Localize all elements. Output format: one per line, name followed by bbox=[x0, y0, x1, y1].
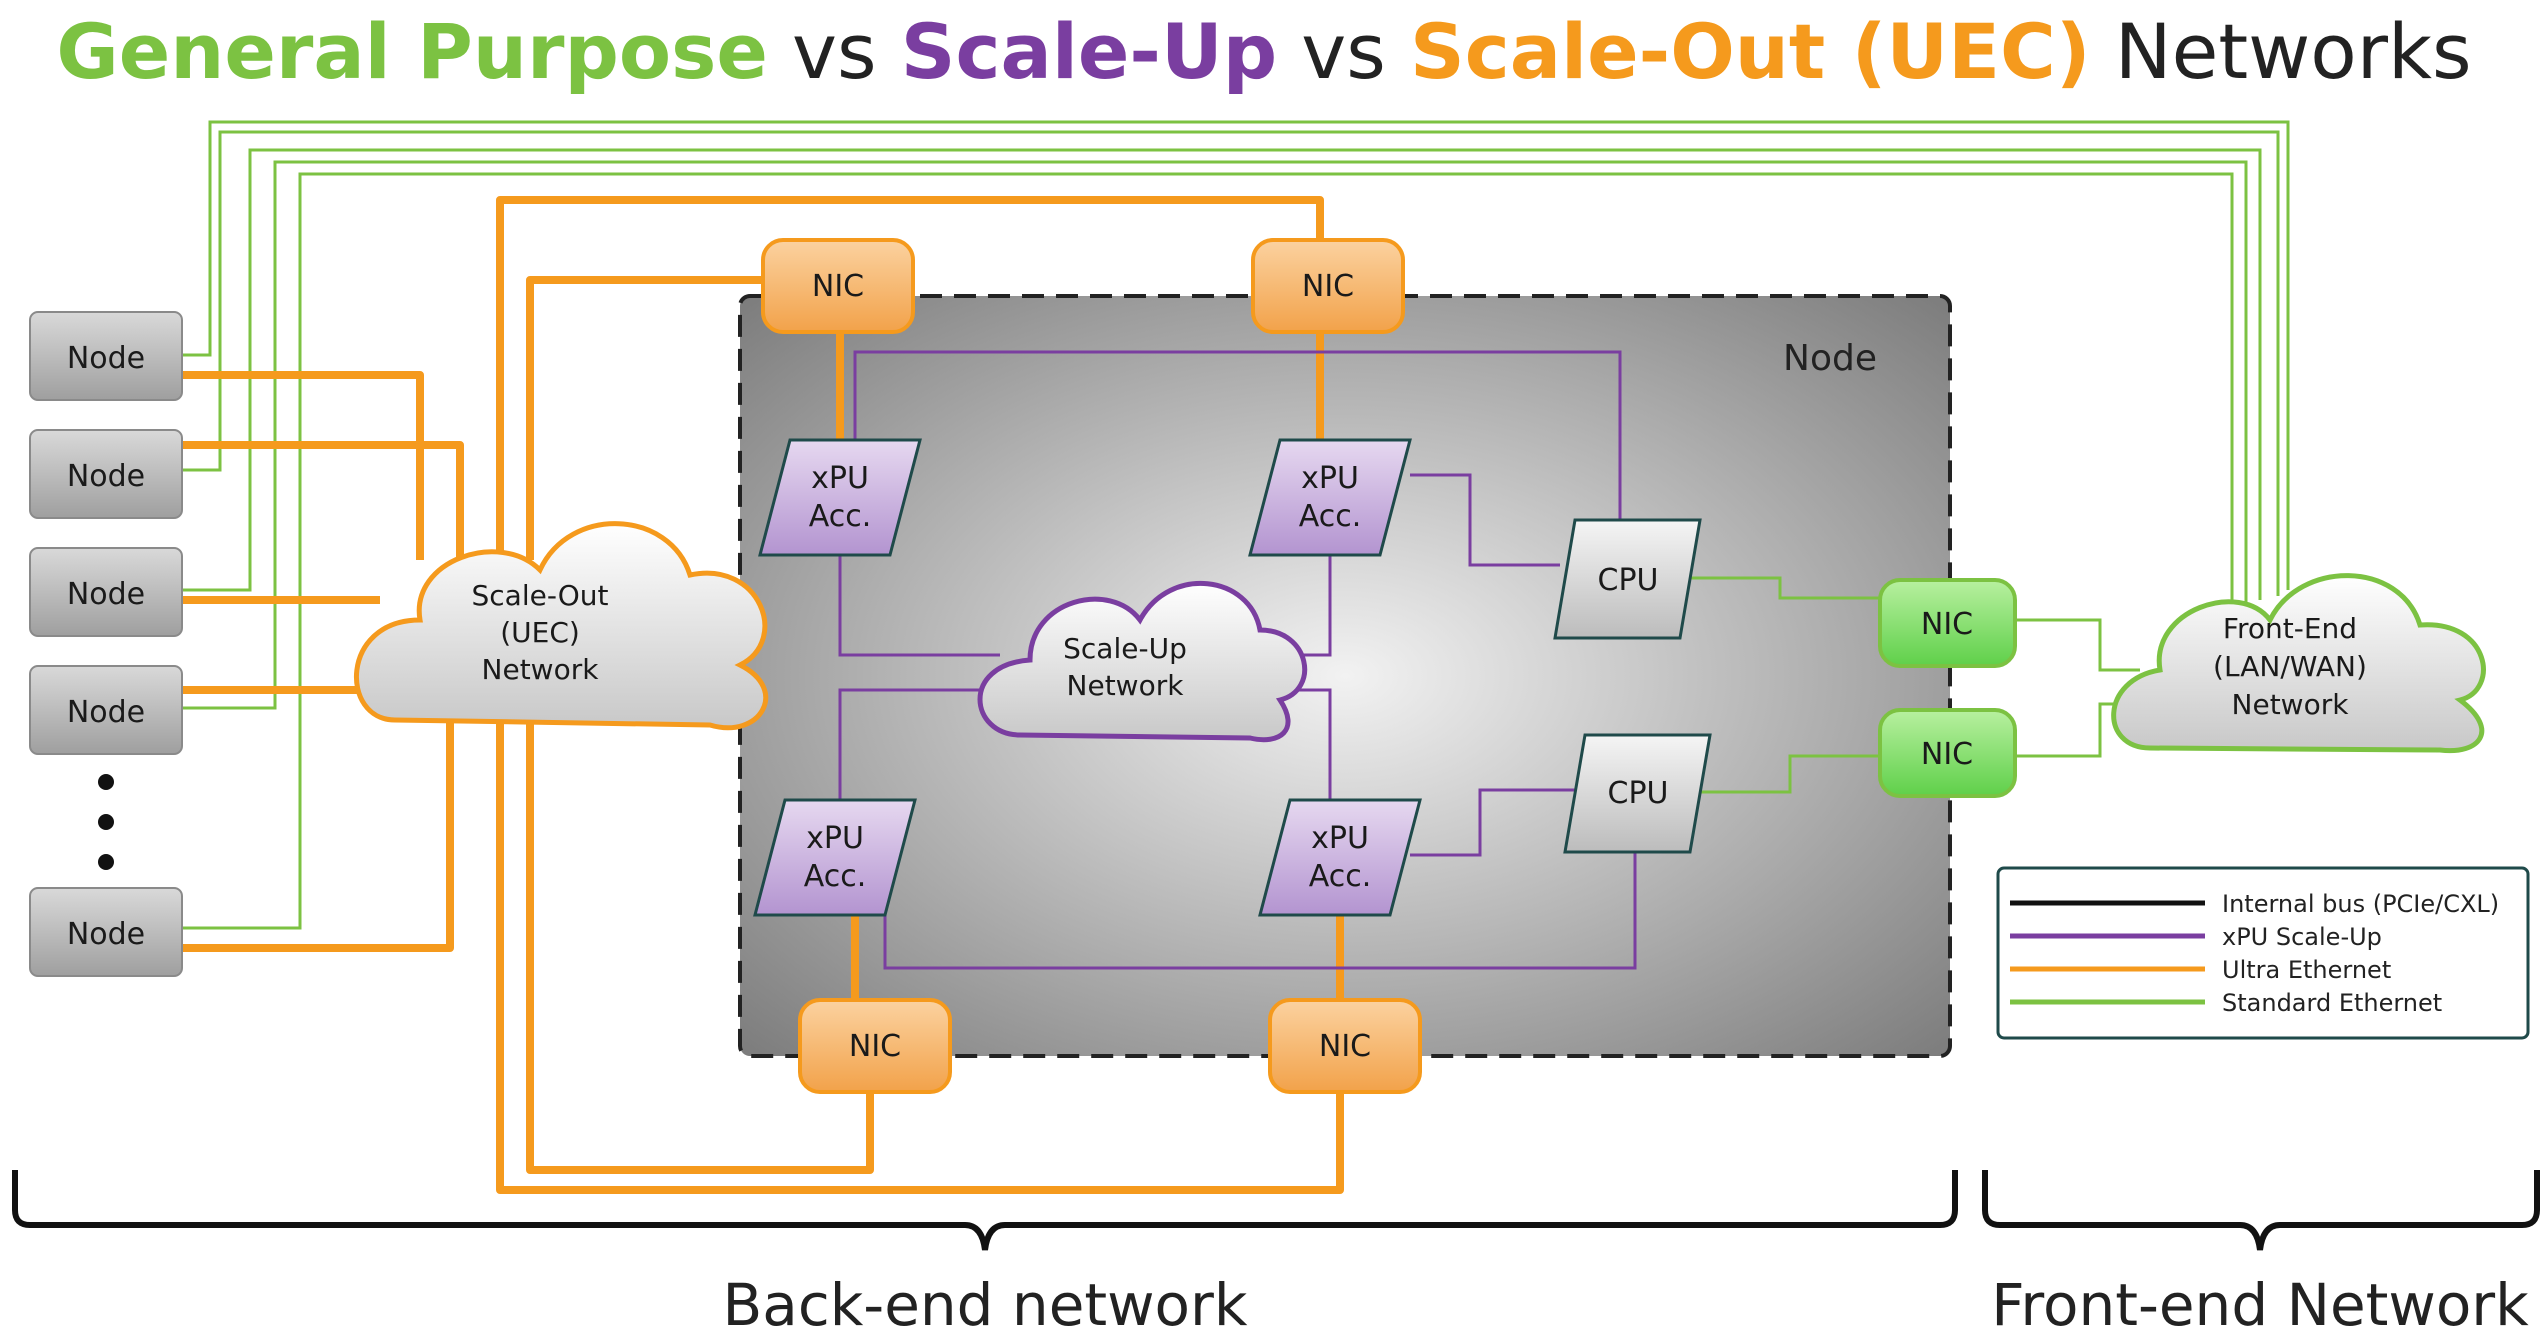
back-end-brace bbox=[12, 1170, 1958, 1251]
legend-box bbox=[1996, 866, 2530, 1040]
nic-green-top-label: NIC bbox=[1921, 607, 1973, 642]
scale-up-cloud-line2: Network bbox=[1067, 669, 1185, 702]
xpu-acc-bottom-left[interactable]: xPU Acc. bbox=[753, 798, 917, 917]
nic-bottom-right-label: NIC bbox=[1319, 1029, 1371, 1064]
cpu-bottom[interactable]: CPU bbox=[1563, 733, 1712, 854]
ellipsis-dot-2 bbox=[98, 814, 114, 830]
title-vs-1: vs bbox=[768, 7, 901, 96]
node-1[interactable]: Node bbox=[29, 311, 183, 401]
title-general-purpose: General Purpose bbox=[56, 7, 768, 96]
nic-bottom-left[interactable]: NIC bbox=[798, 998, 952, 1094]
inner-node-box bbox=[738, 294, 1952, 1058]
scale-up-cloud-line1: Scale-Up bbox=[1063, 632, 1187, 665]
front-end-cloud-line3: Network bbox=[2232, 688, 2350, 721]
scale-up-cloud[interactable]: Scale-Up Network bbox=[977, 580, 1308, 743]
ellipsis-dot-1 bbox=[98, 774, 114, 790]
diagram-title: General Purpose vs Scale-Up vs Scale-Out… bbox=[56, 7, 2471, 96]
front-end-network-label: Front-end Network bbox=[1991, 1271, 2529, 1339]
legend-label-internal-bus: Internal bus (PCIe/CXL) bbox=[2222, 890, 2499, 918]
title-scale-up: Scale-Up bbox=[901, 7, 1277, 96]
title-vs-2: vs bbox=[1277, 7, 1410, 96]
xpu-acc-top-left[interactable]: xPU Acc. bbox=[758, 438, 922, 557]
legend-label-standard-ethernet: Standard Ethernet bbox=[2222, 989, 2442, 1017]
node-4[interactable]: Node bbox=[29, 665, 183, 755]
scale-out-cloud-line2: (UEC) bbox=[500, 616, 580, 649]
legend-label-scale-up: xPU Scale-Up bbox=[2222, 923, 2382, 951]
node-3-label: Node bbox=[67, 577, 145, 612]
front-end-brace bbox=[1982, 1170, 2540, 1251]
legend-label-ultra-ethernet: Ultra Ethernet bbox=[2222, 956, 2391, 984]
front-end-cloud-line2: (LAN/WAN) bbox=[2213, 650, 2367, 683]
xpu-acc-bottom-left-line2: Acc. bbox=[804, 859, 867, 894]
xpu-acc-top-right[interactable]: xPU Acc. bbox=[1248, 438, 1412, 557]
scale-out-cloud[interactable]: Scale-Out (UEC) Network bbox=[353, 521, 769, 731]
xpu-acc-bottom-left-line1: xPU bbox=[806, 821, 864, 856]
nic-top-left-label: NIC bbox=[812, 269, 864, 304]
legend: Internal bus (PCIe/CXL) xPU Scale-Up Ult… bbox=[1996, 866, 2530, 1040]
node-5[interactable]: Node bbox=[29, 887, 183, 977]
nic-bottom-right[interactable]: NIC bbox=[1268, 998, 1422, 1094]
back-end-network-label: Back-end network bbox=[723, 1271, 1248, 1339]
front-end-cloud-line1: Front-End bbox=[2223, 612, 2357, 645]
node-2-label: Node bbox=[67, 459, 145, 494]
node-3[interactable]: Node bbox=[29, 547, 183, 637]
xpu-acc-bottom-right-line1: xPU bbox=[1311, 821, 1369, 856]
cpu-top[interactable]: CPU bbox=[1553, 518, 1702, 640]
cpu-top-label: CPU bbox=[1598, 563, 1659, 598]
xpu-acc-bottom-right-line2: Acc. bbox=[1309, 859, 1372, 894]
xpu-acc-top-left-line2: Acc. bbox=[809, 499, 872, 534]
nic-green-bottom[interactable]: NIC bbox=[1878, 708, 2017, 798]
scale-up-links bbox=[838, 350, 1637, 970]
cpu-bottom-label: CPU bbox=[1608, 776, 1669, 811]
inner-node-label: Node bbox=[1783, 338, 1877, 379]
nic-green-top[interactable]: NIC bbox=[1878, 578, 2017, 668]
node-list: Node Node Node Node Node bbox=[29, 311, 183, 977]
standard-ethernet-links bbox=[182, 120, 2290, 930]
title-scale-out: Scale-Out (UEC) bbox=[1410, 7, 2091, 96]
nic-top-right-label: NIC bbox=[1302, 269, 1354, 304]
node-5-label: Node bbox=[67, 917, 145, 952]
nic-top-left[interactable]: NIC bbox=[761, 238, 915, 334]
ellipsis-dot-3 bbox=[98, 854, 114, 870]
node-2[interactable]: Node bbox=[29, 429, 183, 519]
nic-bottom-left-label: NIC bbox=[849, 1029, 901, 1064]
front-end-cloud[interactable]: Front-End (LAN/WAN) Network bbox=[2111, 573, 2486, 754]
title-networks: Networks bbox=[2091, 7, 2472, 96]
xpu-acc-bottom-right[interactable]: xPU Acc. bbox=[1258, 798, 1422, 917]
nic-top-right[interactable]: NIC bbox=[1251, 238, 1405, 334]
xpu-acc-top-right-line1: xPU bbox=[1301, 461, 1359, 496]
xpu-acc-top-left-line1: xPU bbox=[811, 461, 869, 496]
nic-green-bottom-label: NIC bbox=[1921, 737, 1973, 772]
node-1-label: Node bbox=[67, 341, 145, 376]
scale-out-cloud-line3: Network bbox=[482, 653, 600, 686]
ultra-ethernet-links bbox=[182, 196, 1344, 1194]
node-4-label: Node bbox=[67, 695, 145, 730]
scale-out-cloud-line1: Scale-Out bbox=[472, 579, 609, 612]
xpu-acc-top-right-line2: Acc. bbox=[1299, 499, 1362, 534]
